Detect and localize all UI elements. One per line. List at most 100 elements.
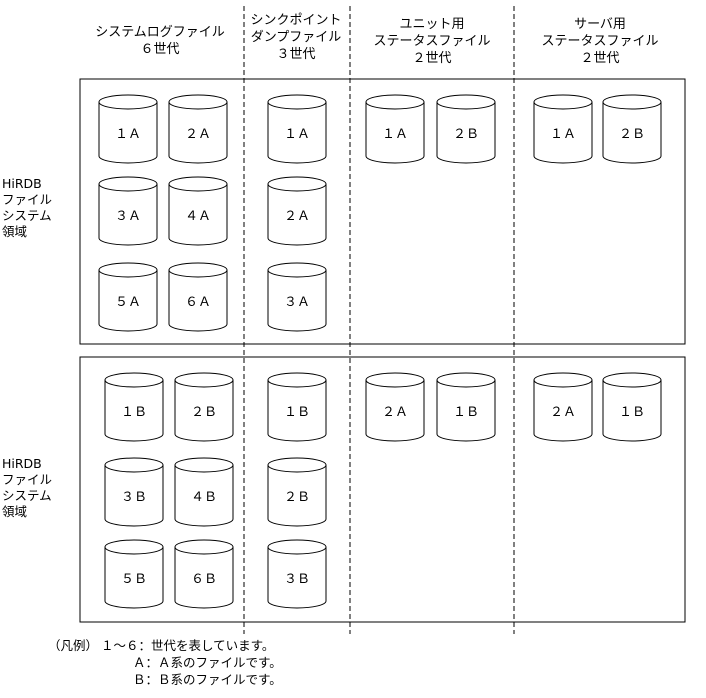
region-label-upper: HiRDB ファイル システム 領域 xyxy=(2,176,52,240)
cylinder-top xyxy=(365,94,425,110)
cylinder-label: １Ｂ xyxy=(284,405,310,420)
header-line: システムログファイル xyxy=(95,25,225,40)
cylinder-body xyxy=(267,184,327,246)
cylinder-top xyxy=(104,457,164,473)
legend: （凡例） １～６：世代を表しています。 Ａ：Ａ系のファイルです。 Ｂ：Ｂ系のファ… xyxy=(48,637,282,688)
file-cylinder: ５Ｂ xyxy=(104,539,164,609)
cylinder-top xyxy=(98,94,158,110)
file-cylinder: ２Ａ xyxy=(533,372,593,442)
cylinder-top xyxy=(98,262,158,278)
file-cylinder: ３Ｂ xyxy=(267,539,327,609)
cylinder-label: ２Ｂ xyxy=(191,405,217,420)
cylinder-label: １Ｂ xyxy=(453,405,479,420)
file-cylinder: ４Ａ xyxy=(168,176,228,246)
file-cylinder: １Ａ xyxy=(365,94,425,164)
cylinder-body xyxy=(267,102,327,164)
cylinder-label: １Ａ xyxy=(550,127,576,142)
cylinder-group: １Ａ ２Ａ ３Ａ ４Ａ ５Ａ ６Ａ １Ａ ２Ａ ３Ａ １Ａ ２Ｂ １Ａ ２Ｂ １Ｂ ２Ｂ ３Ｂ ４Ｂ ５Ｂ ６Ｂ １Ｂ… xyxy=(98,94,662,609)
legend-item: １～６：世代を表しています。 xyxy=(101,638,275,653)
file-cylinder: １Ａ xyxy=(267,94,327,164)
file-cylinder: ６Ａ xyxy=(168,262,228,332)
cylinder-body xyxy=(98,184,158,246)
cylinder-body xyxy=(104,465,164,527)
cylinder-body xyxy=(533,102,593,164)
legend-item: Ａ：Ａ系のファイルです。 xyxy=(133,655,282,670)
header-line: ２世代 xyxy=(580,51,620,66)
cylinder-label: ５Ｂ xyxy=(121,572,147,587)
cylinder-body xyxy=(436,380,496,442)
cylinder-label: ２Ａ xyxy=(550,405,576,420)
header-unit-status: ユニット用 ステータスファイル ２世代 xyxy=(352,16,512,67)
cylinder-body xyxy=(267,547,327,609)
cylinder-top xyxy=(174,539,234,555)
legend-indent xyxy=(48,654,133,671)
legend-row: （凡例） １～６：世代を表しています。 xyxy=(48,637,282,654)
lower-region-box xyxy=(79,356,686,623)
cylinder-top xyxy=(267,457,327,473)
cylinder-top xyxy=(267,262,327,278)
file-cylinder: ２Ｂ xyxy=(602,94,662,164)
cylinder-body xyxy=(602,102,662,164)
cylinder-label: ２Ａ xyxy=(185,127,211,142)
cylinder-top xyxy=(104,372,164,388)
cylinder-body xyxy=(267,465,327,527)
cylinder-body xyxy=(104,380,164,442)
cylinder-label: １Ａ xyxy=(382,127,408,142)
file-cylinder: ２Ｂ xyxy=(267,457,327,527)
cylinder-label: １Ｂ xyxy=(619,405,645,420)
cylinder-label: １Ａ xyxy=(284,127,310,142)
cylinder-body xyxy=(168,270,228,332)
file-cylinder: １Ａ xyxy=(98,94,158,164)
cylinder-top xyxy=(98,176,158,192)
cylinder-body xyxy=(267,270,327,332)
cylinder-body xyxy=(168,184,228,246)
header-syncpoint-dump: シンクポイント ダンプファイル ３世代 xyxy=(242,12,350,63)
legend-row: Ａ：Ａ系のファイルです。 xyxy=(48,654,282,671)
cylinder-label: ３Ａ xyxy=(115,209,141,224)
header-line: ダンプファイル xyxy=(250,30,342,45)
file-cylinder: １Ｂ xyxy=(436,372,496,442)
cylinder-label: １Ａ xyxy=(115,127,141,142)
cylinder-body xyxy=(98,270,158,332)
file-cylinder: １Ａ xyxy=(533,94,593,164)
cylinder-top xyxy=(436,94,496,110)
cylinder-label: ２Ｂ xyxy=(284,490,310,505)
cylinder-label: ５Ａ xyxy=(115,295,141,310)
cylinder-body xyxy=(174,380,234,442)
cylinder-top xyxy=(533,94,593,110)
cylinder-label: ３Ｂ xyxy=(284,572,310,587)
cylinder-label: ４Ｂ xyxy=(191,490,217,505)
cylinder-top xyxy=(174,372,234,388)
cylinder-top xyxy=(602,94,662,110)
header-line: ユニット用 xyxy=(399,17,465,32)
cylinder-label: ６Ｂ xyxy=(191,572,217,587)
cylinder-top xyxy=(602,372,662,388)
cylinder-body xyxy=(174,547,234,609)
region-line: HiRDB xyxy=(2,456,42,471)
header-line: サーバ用 xyxy=(574,17,626,32)
file-cylinder: ６Ｂ xyxy=(174,539,234,609)
file-cylinder: ２Ｂ xyxy=(174,372,234,442)
cylinder-body xyxy=(365,380,425,442)
header-line: ６世代 xyxy=(140,42,180,57)
cylinder-label: ４Ａ xyxy=(185,209,211,224)
legend-indent xyxy=(48,671,133,688)
legend-row: Ｂ：Ｂ系のファイルです。 xyxy=(48,671,282,688)
file-cylinder: １Ｂ xyxy=(104,372,164,442)
cylinder-body xyxy=(365,102,425,164)
cylinder-top xyxy=(267,176,327,192)
header-line: ２世代 xyxy=(412,51,452,66)
header-system-log: システムログファイル ６世代 xyxy=(80,24,240,58)
file-cylinder: ３Ｂ xyxy=(104,457,164,527)
file-cylinder: ５Ａ xyxy=(98,262,158,332)
cylinder-body xyxy=(174,465,234,527)
cylinder-label: ２Ｂ xyxy=(453,127,479,142)
region-label-lower: HiRDB ファイル システム 領域 xyxy=(2,456,52,520)
header-line: ステータスファイル xyxy=(541,34,659,49)
cylinder-label: ３Ａ xyxy=(284,295,310,310)
cylinder-body xyxy=(104,547,164,609)
cylinder-body xyxy=(98,102,158,164)
legend-item: Ｂ：Ｂ系のファイルです。 xyxy=(133,672,282,687)
cylinder-body xyxy=(602,380,662,442)
